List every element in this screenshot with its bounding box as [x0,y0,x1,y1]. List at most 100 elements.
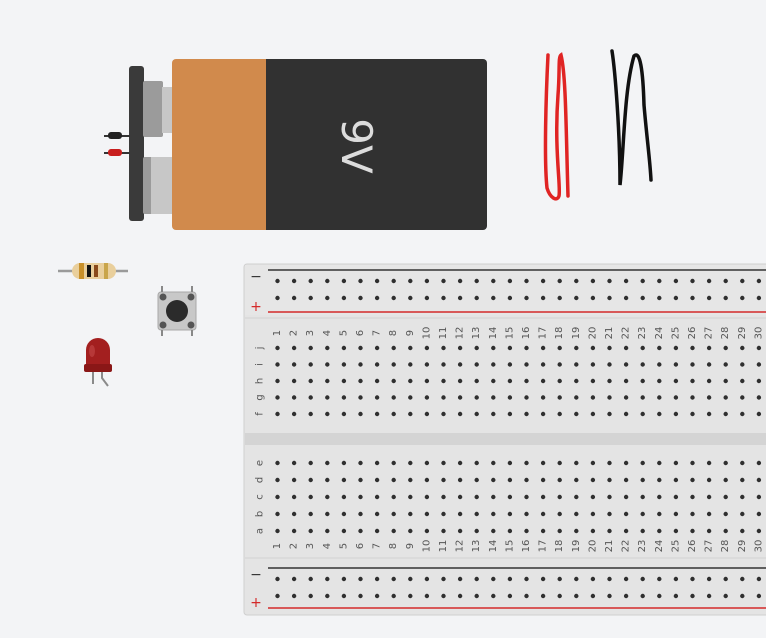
bottom-rail-plus-hole[interactable] [623,593,629,599]
top-rail-plus-hole[interactable] [623,295,629,301]
bottom-rail-minus-hole[interactable] [491,576,496,582]
hole-f25[interactable] [673,411,679,417]
hole-f20[interactable] [590,411,596,417]
hole-h14[interactable] [491,378,496,384]
hole-i6[interactable] [358,362,363,367]
hole-j3[interactable] [308,345,313,351]
hole-i28[interactable] [723,362,728,367]
hole-d17[interactable] [540,477,546,483]
hole-c6[interactable] [358,494,363,500]
breadboard-holes[interactable] [275,278,766,599]
hole-f29[interactable] [740,411,745,417]
top-rail-plus-hole[interactable] [673,295,679,301]
hole-e4[interactable] [325,460,330,466]
hole-f27[interactable] [706,411,712,417]
top-rail-plus-hole[interactable] [574,295,579,301]
top-rail-plus-hole[interactable] [706,295,712,301]
bottom-rail-plus-hole[interactable] [474,593,479,599]
hole-b11[interactable] [441,511,446,517]
hole-f24[interactable] [657,411,662,417]
hole-a14[interactable] [491,528,496,534]
red-wire[interactable] [543,52,570,201]
hole-b23[interactable] [640,511,645,517]
hole-c12[interactable] [457,494,463,500]
hole-g11[interactable] [441,395,446,400]
bottom-rail-minus-hole[interactable] [607,576,612,582]
hole-a20[interactable] [590,528,596,534]
hole-h10[interactable] [424,378,430,384]
hole-c1[interactable] [275,494,280,500]
hole-i22[interactable] [623,362,629,367]
hole-b30[interactable] [756,511,762,517]
hole-e7[interactable] [374,460,380,466]
hole-c3[interactable] [308,494,313,500]
hole-g30[interactable] [756,395,762,400]
top-rail-minus-hole[interactable] [706,278,712,284]
hole-i8[interactable] [391,362,396,367]
hole-b17[interactable] [540,511,546,517]
hole-e17[interactable] [540,460,546,466]
hole-b9[interactable] [408,511,413,517]
hole-c13[interactable] [474,494,479,500]
hole-d6[interactable] [358,477,363,483]
hole-b1[interactable] [275,511,280,517]
hole-i27[interactable] [706,362,712,367]
hole-h28[interactable] [723,378,728,384]
hole-d4[interactable] [325,477,330,483]
hole-i9[interactable] [408,362,413,367]
hole-b22[interactable] [623,511,629,517]
hole-d24[interactable] [657,477,662,483]
hole-i16[interactable] [524,362,529,367]
hole-i12[interactable] [457,362,463,367]
bottom-rail-minus-hole[interactable] [723,576,728,582]
hole-b14[interactable] [491,511,496,517]
bottom-rail-minus-hole[interactable] [291,576,297,582]
top-rail-plus-hole[interactable] [291,295,297,301]
hole-b29[interactable] [740,511,745,517]
hole-f5[interactable] [341,411,347,417]
hole-b5[interactable] [341,511,347,517]
hole-j20[interactable] [590,345,596,351]
bottom-rail-minus-hole[interactable] [275,576,280,582]
hole-a29[interactable] [740,528,745,534]
hole-i24[interactable] [657,362,662,367]
hole-i3[interactable] [308,362,313,367]
hole-d27[interactable] [706,477,712,483]
top-rail-plus-hole[interactable] [424,295,430,301]
hole-j16[interactable] [524,345,529,351]
hole-j2[interactable] [291,345,297,351]
top-rail-minus-hole[interactable] [590,278,596,284]
top-rail-minus-hole[interactable] [640,278,645,284]
hole-g24[interactable] [657,395,662,400]
hole-e24[interactable] [657,460,662,466]
hole-b13[interactable] [474,511,479,517]
top-rail-plus-hole[interactable] [374,295,380,301]
hole-i20[interactable] [590,362,596,367]
hole-i21[interactable] [607,362,612,367]
hole-c10[interactable] [424,494,430,500]
hole-g27[interactable] [706,395,712,400]
top-rail-plus-hole[interactable] [524,295,529,301]
hole-g7[interactable] [374,395,380,400]
hole-i17[interactable] [540,362,546,367]
hole-h16[interactable] [524,378,529,384]
hole-j4[interactable] [325,345,330,351]
bottom-rail-minus-hole[interactable] [740,576,745,582]
hole-e14[interactable] [491,460,496,466]
top-rail-plus-hole[interactable] [275,295,280,301]
bottom-rail-minus-hole[interactable] [308,576,313,582]
hole-d30[interactable] [756,477,762,483]
hole-h24[interactable] [657,378,662,384]
hole-f16[interactable] [524,411,529,417]
hole-j1[interactable] [275,345,280,351]
hole-j28[interactable] [723,345,728,351]
hole-f21[interactable] [607,411,612,417]
hole-e18[interactable] [557,460,562,466]
hole-a12[interactable] [457,528,463,534]
hole-c9[interactable] [408,494,413,500]
hole-d1[interactable] [275,477,280,483]
hole-h11[interactable] [441,378,446,384]
hole-a17[interactable] [540,528,546,534]
top-rail-plus-hole[interactable] [756,295,762,301]
